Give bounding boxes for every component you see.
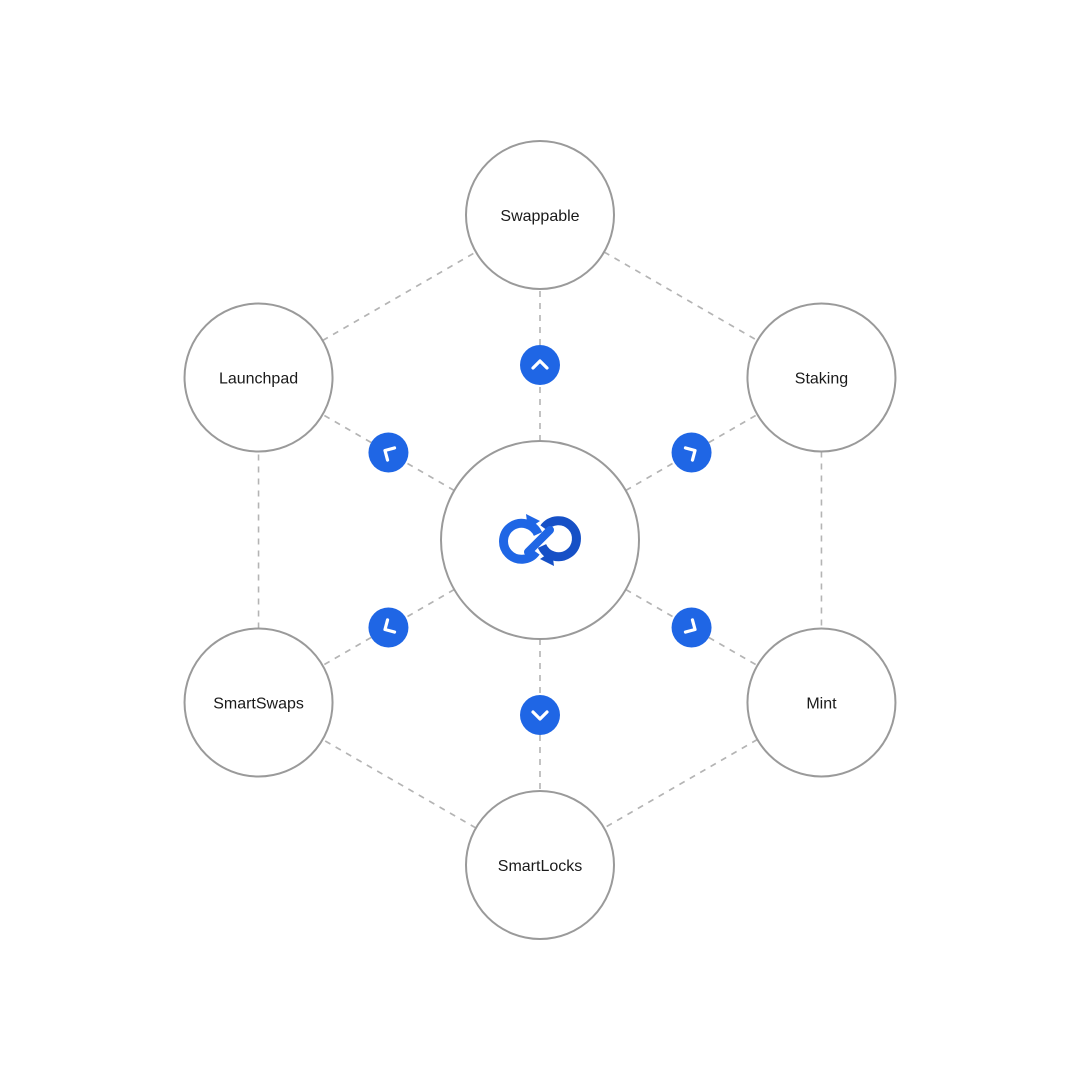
node-smartlocks: SmartLocks (465, 790, 615, 940)
arrow-badge-smartlocks (520, 695, 560, 735)
node-smartswaps: SmartSwaps (183, 627, 334, 778)
chevron-down-left-icon (383, 618, 397, 634)
node-circle (465, 790, 615, 940)
arrow-badge-circle (671, 432, 712, 473)
chevron-down-icon (531, 710, 549, 721)
node-label: SmartLocks (498, 858, 582, 875)
node-label: Staking (795, 371, 848, 388)
node-mint: Mint (746, 627, 897, 778)
swap-cycle-logo-icon (499, 514, 581, 566)
node-staking: Staking (746, 302, 897, 453)
chevron-up-icon (531, 359, 549, 370)
arrow-badge-circle (671, 607, 712, 648)
node-label: Swappable (500, 208, 579, 225)
node-launchpad: Launchpad (183, 302, 334, 453)
chevron-down-right-icon (683, 618, 697, 634)
node-label: Mint (806, 696, 837, 713)
arrow-badge-staking (671, 432, 712, 473)
node-circle (465, 140, 615, 290)
arrow-badges-layer (368, 345, 712, 735)
arrow-badge-launchpad (368, 432, 409, 473)
outer-connector-line (603, 738, 758, 829)
node-circle (746, 627, 897, 778)
arrow-badge-smartswaps (368, 607, 409, 648)
arrow-badge-circle (368, 607, 409, 648)
chevron-up-right-icon (683, 446, 697, 462)
node-label: Launchpad (219, 371, 298, 388)
chevron-up-left-icon (383, 446, 397, 462)
node-circle (183, 627, 334, 778)
arrow-badge-circle (520, 695, 560, 735)
node-circle (183, 302, 334, 453)
arrow-badge-mint (671, 607, 712, 648)
node-swappable: Swappable (465, 140, 615, 290)
outer-connector-line (322, 738, 477, 829)
center-hub (440, 440, 640, 640)
arrow-badge-circle (520, 345, 560, 385)
outer-connector-line (603, 251, 758, 342)
node-label: SmartSwaps (213, 696, 304, 713)
outer-connectors (257, 251, 823, 829)
node-circle (746, 302, 897, 453)
arrow-badge-swappable (520, 345, 560, 385)
arrow-badge-circle (368, 432, 409, 473)
outer-connector-line (322, 251, 477, 342)
